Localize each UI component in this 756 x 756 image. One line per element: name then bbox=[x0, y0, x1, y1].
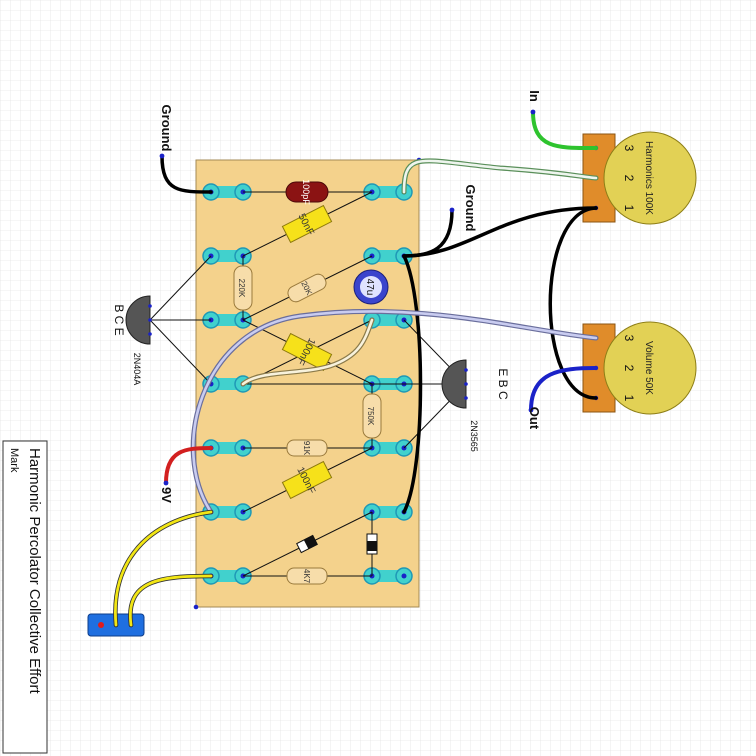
transistor-2n3565-part: 2N3565 bbox=[469, 420, 479, 452]
resistor-91k: 91K bbox=[286, 439, 328, 457]
wire-harmonics-wiper-white-core bbox=[402, 159, 598, 194]
diode-2 bbox=[366, 533, 378, 555]
wire-end-dots bbox=[159, 109, 536, 486]
transistor-2n3565: E B C 2N3565 bbox=[441, 359, 510, 452]
label-9v: 9V bbox=[159, 487, 174, 503]
wire-volume-lavender-core bbox=[191, 310, 598, 514]
resistor-750k-label: 750K bbox=[366, 407, 375, 426]
resistor-4k7-label: 4K7 bbox=[302, 569, 311, 584]
capacitor-47u-label: 47u bbox=[364, 279, 375, 296]
wire-out bbox=[529, 366, 598, 412]
transistor-2n404a: B C E 2N404A bbox=[112, 295, 152, 386]
resistor-220k: 220K bbox=[233, 265, 253, 311]
pot-harmonics-pin-2: 2 bbox=[622, 175, 636, 182]
resistor-220k-label: 220K bbox=[237, 279, 246, 298]
resistor-750k: 750K bbox=[362, 393, 382, 439]
label-out: Out bbox=[527, 407, 542, 430]
label-ground-top: Ground bbox=[159, 105, 174, 152]
resistor-20k: 20K bbox=[287, 273, 327, 303]
wire-black-rail bbox=[402, 254, 423, 514]
capacitor-47u: 47u bbox=[353, 269, 389, 305]
diode-1 bbox=[296, 534, 318, 554]
pot-volume-pin-2: 2 bbox=[622, 365, 636, 372]
capacitor-100pf-label: 100pF bbox=[301, 179, 311, 205]
wires bbox=[113, 110, 599, 628]
resistor-4k7: 4K7 bbox=[286, 567, 328, 585]
capacitor-100pf: 100pF bbox=[285, 179, 329, 205]
wire-in bbox=[531, 110, 598, 151]
title-text: Harmonic Percolator Collective Effort bbox=[26, 448, 43, 694]
pot-harmonics-pin-3: 3 bbox=[622, 145, 636, 152]
capacitor-100nf-b: 100nF bbox=[281, 460, 333, 500]
capacitor-50nf: 50nF bbox=[281, 204, 333, 244]
pot-harmonics-pin-1: 1 bbox=[622, 205, 636, 212]
author-text: Mark bbox=[8, 448, 20, 473]
resistor-91k-label: 91K bbox=[302, 441, 311, 456]
pot-harmonics-label: Harmonics 100K bbox=[643, 141, 654, 215]
label-ground-mid: Ground bbox=[463, 185, 478, 232]
wire-harmonics-to-volume bbox=[548, 206, 598, 400]
wire-yellow-2-core bbox=[128, 574, 213, 627]
wire-pot1-pin1 bbox=[402, 206, 598, 258]
pot-volume-pin-1: 1 bbox=[622, 395, 636, 402]
wire-yellow-1-core bbox=[114, 510, 213, 627]
title-block bbox=[2, 440, 48, 754]
pot-volume-pin-3: 3 bbox=[622, 335, 636, 342]
pot-volume-label: Volume 50K bbox=[643, 341, 654, 395]
board-corner-dot bbox=[193, 604, 199, 610]
label-in: In bbox=[527, 90, 542, 102]
wire-9v bbox=[164, 446, 213, 485]
wire-collector-white-core bbox=[241, 318, 374, 386]
pot-volume: Volume 50K 3 2 1 bbox=[582, 321, 697, 415]
transistor-2n404a-pins: B C E bbox=[112, 304, 126, 335]
pot-harmonics: Harmonics 100K 3 2 1 bbox=[582, 131, 697, 225]
wire-ground-top bbox=[160, 154, 213, 194]
capacitor-100nf-a: 100nF bbox=[281, 332, 333, 372]
transistor-2n404a-part: 2N404A bbox=[132, 353, 142, 386]
transistor-2n3565-pins: E B C bbox=[496, 368, 510, 400]
